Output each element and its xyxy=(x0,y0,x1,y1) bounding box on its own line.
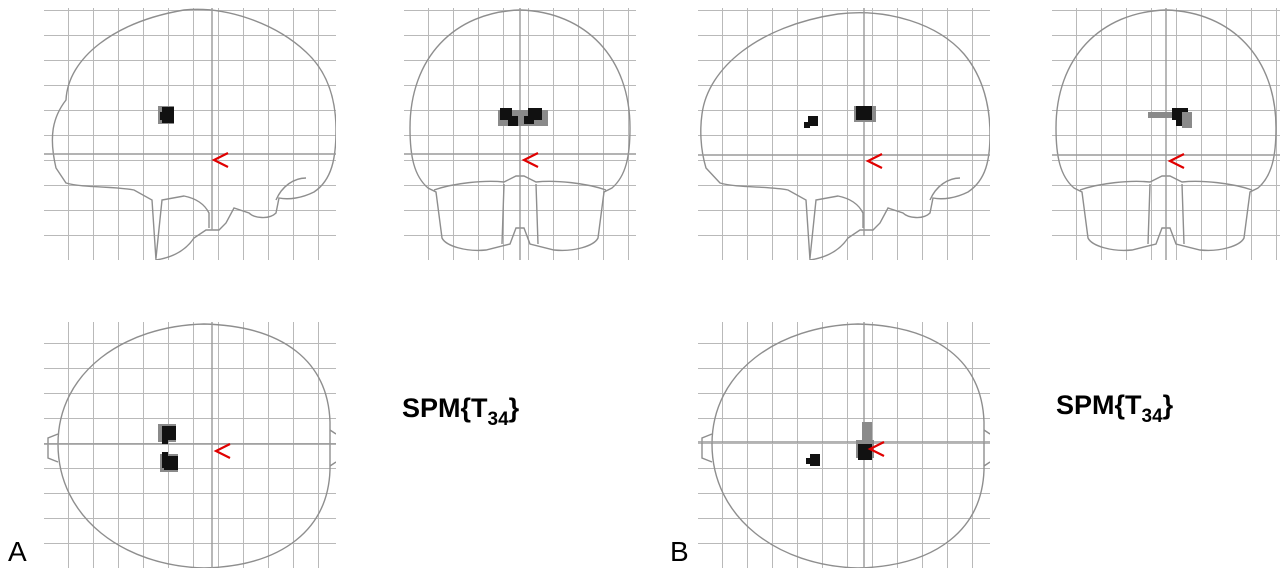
axial-view-a xyxy=(44,322,336,568)
activation-cluster xyxy=(158,424,178,472)
coronal-brain-outline xyxy=(1052,8,1280,260)
sagittal-brain-outline xyxy=(698,8,990,260)
panel-letter-a: A xyxy=(8,536,27,567)
marker-arrow-icon xyxy=(867,441,885,457)
activation-cluster xyxy=(498,108,548,126)
coronal-brain-outline xyxy=(404,8,636,260)
coronal-view-a xyxy=(404,8,636,260)
spm-statistic-label-a: SPM{T34} xyxy=(402,393,520,430)
activation-cluster xyxy=(158,106,174,124)
coronal-view-b xyxy=(1052,8,1280,260)
marker-arrow-icon xyxy=(211,152,229,168)
sagittal-view-b xyxy=(698,8,990,260)
activation-cluster xyxy=(804,106,876,128)
activation-cluster xyxy=(806,422,874,466)
axial-brain-outline xyxy=(44,322,336,568)
marker-arrow-icon xyxy=(865,153,883,169)
axial-view-b xyxy=(698,322,990,568)
panel-letter-b: B xyxy=(670,536,689,567)
marker-arrow-icon xyxy=(521,152,539,168)
sagittal-view-a xyxy=(44,8,336,260)
axial-brain-outline xyxy=(698,322,990,568)
activation-cluster xyxy=(1148,108,1192,128)
spm-statistic-label-b: SPM{T34} xyxy=(1056,390,1174,427)
sagittal-brain-outline xyxy=(44,8,336,260)
marker-arrow-icon xyxy=(213,443,231,459)
marker-arrow-icon xyxy=(1167,153,1185,169)
